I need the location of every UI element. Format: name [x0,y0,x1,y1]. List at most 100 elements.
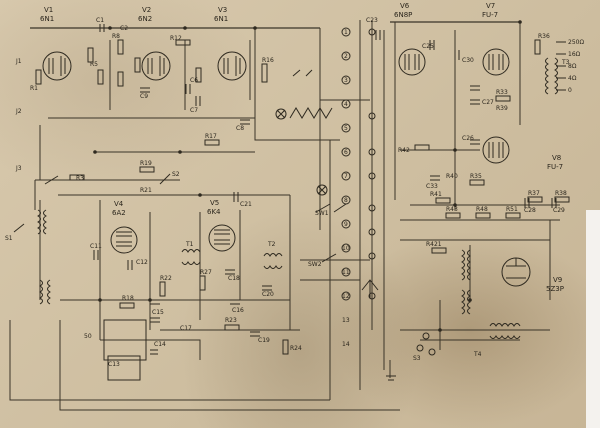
c26-label: C26 [462,135,474,142]
resistor-symbols [35,39,570,355]
r43-label: R43 [446,206,458,213]
c23-label: C23 [366,17,378,24]
tap-0: 0 [568,87,572,94]
tube-v5 [208,224,236,252]
tube-symbols [42,48,531,287]
r23-label: R23 [225,317,237,324]
v9-type: 5Z3P [546,285,564,293]
c33-label: C33 [426,183,438,190]
v8-type: FU-7 [547,163,563,171]
c15-label: C15 [152,309,164,316]
sw1-label: SW1 [315,210,329,217]
tube-v7 [482,48,510,76]
v9-ref: V9 [553,276,562,284]
v4-type: 6A2 [112,209,126,217]
tube-v4 [110,226,138,254]
c20-label: C20 [262,291,274,298]
tap-250: 250Ω [568,39,584,46]
r18-label: R18 [122,295,134,302]
r27-label: R27 [200,269,212,276]
vent-label: 50 [84,333,92,340]
r38-label: R38 [555,190,567,197]
io-labels: J1 J2 J3 S1 S2 T1 T2 T3 T4 SW1 SW2 S3 50 [5,58,570,362]
terminal-6: 6 [344,149,348,156]
r22-label: R22 [160,275,172,282]
c25-label: C25 [422,43,434,50]
c29-label: C29 [553,207,565,214]
v7-ref: V7 [486,2,495,10]
c1-label: C1 [96,17,104,24]
v3-type: 6N1 [214,15,228,23]
terminal-8: 8 [344,197,348,204]
r39-label: R39 [496,105,508,112]
c6-label: C6 [190,77,198,84]
terminal-3: 3 [344,77,348,84]
c16-label: C16 [232,307,244,314]
c28-label: C28 [524,207,536,214]
terminal-2: 2 [344,53,348,60]
v5-ref: V5 [210,199,219,207]
tube-v8 [482,136,510,164]
c30-label: C30 [462,57,474,64]
v6-ref: V6 [400,2,410,10]
c8-label: C8 [236,125,244,132]
r21-label: R21 [140,187,152,194]
r12-label: R12 [170,35,182,42]
s1-label: S1 [5,235,13,242]
r41-label: R41 [430,191,442,198]
terminal-12: 12 [342,293,350,300]
tube-v9 [501,257,531,287]
terminal-4: 4 [344,101,348,108]
terminal-strip [341,27,376,301]
c18-label: C18 [228,275,240,282]
r5-label: R5 [90,61,98,68]
r17-label: R17 [205,133,217,140]
capacitor-symbols [93,24,557,355]
v2-type: 6N2 [138,15,152,23]
r421-label: R421 [426,241,442,248]
r35-label: R35 [470,173,482,180]
sw2-label: SW2 [308,261,322,268]
junction-dots [93,20,522,332]
c14-label: C14 [154,341,166,348]
t2-label: T2 [267,241,276,248]
r24-label: R24 [290,345,302,352]
r1-label: R1 [30,85,38,92]
torn-edge [586,210,600,428]
r48-label: R48 [476,206,488,213]
resistor-labels: R1 R3 R5 R8 R12 R16 R17 R18 R19 R21 R22 … [30,33,567,352]
j2-label: J2 [15,108,22,115]
output-taps: 250Ω 16Ω 8Ω 4Ω 0 [556,39,584,94]
v4-ref: V4 [114,200,124,208]
r42-label: R42 [398,147,410,154]
tube-v6 [398,48,426,76]
r36-label: R36 [538,33,550,40]
c17-label: C17 [180,325,192,332]
t4-label: T4 [473,351,482,358]
v5-type: 6K4 [207,208,221,216]
terminal-14: 14 [342,341,350,348]
c13-label: C13 [108,361,120,368]
c7-label: C7 [190,107,198,114]
r40-label: R40 [446,173,458,180]
t3-label: T3 [561,59,570,66]
r51-label: R51 [506,206,518,213]
t1-label: T1 [185,241,194,248]
r3-label: R3 [76,175,84,182]
terminal-13: 13 [342,317,350,324]
s2-label: S2 [172,171,180,178]
tube-labels: V1 6N1 V2 6N2 V3 6N1 V4 6A2 V5 6K4 V6 6N… [40,2,564,293]
c11-label: C11 [90,243,102,250]
terminal-1: 1 [344,29,348,36]
s3-label: S3 [413,355,421,362]
r33-label: R33 [496,89,508,96]
v2-ref: V2 [142,6,151,14]
j3-label: J3 [15,165,22,172]
terminal-11: 11 [342,269,350,276]
terminal-9: 9 [344,221,348,228]
terminal-numbers: 1 2 3 4 5 6 7 8 9 10 11 12 13 14 [342,29,350,348]
terminal-5: 5 [344,125,348,132]
coil-symbols [37,57,558,381]
v8-ref: V8 [552,154,561,162]
